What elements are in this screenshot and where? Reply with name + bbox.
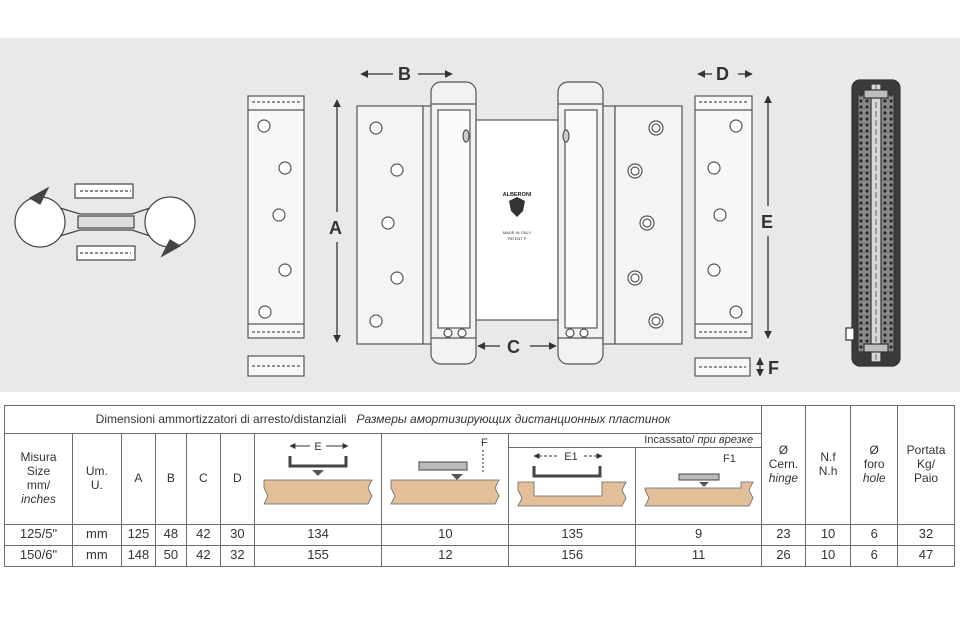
cell-b: 50 — [155, 544, 187, 567]
cell-f: 10 — [381, 523, 510, 546]
cell-nholes: 10 — [804, 523, 852, 546]
cell-f1: 9 — [635, 523, 763, 546]
drawing-band: ALBERONI MADE IN ITALY PATENT P — [0, 38, 960, 392]
header-size: Misura Size mm/ inches — [4, 433, 73, 525]
cell-c: 42 — [185, 523, 222, 546]
stamp-line1: MADE IN ITALY — [503, 230, 532, 235]
cell-size: 150/6" — [4, 544, 73, 567]
header-a: A — [120, 433, 157, 525]
cell-a: 125 — [120, 523, 157, 546]
cell-nholes: 10 — [804, 544, 852, 567]
cell-size: 125/5" — [4, 523, 73, 546]
cell-unit: mm — [71, 544, 122, 567]
stamp-brand: ALBERONI — [503, 192, 532, 198]
header-hinge: Ø Cern. hinge — [761, 405, 806, 525]
header-f1: F1 — [635, 447, 763, 525]
cell-e: 134 — [253, 523, 383, 546]
cell-e1: 156 — [508, 544, 637, 567]
top-view-hinge — [14, 183, 196, 261]
left-stop-plate — [247, 95, 305, 377]
cell-f: 12 — [381, 544, 510, 567]
cell-f1: 11 — [635, 544, 763, 567]
dim-b-label: B — [398, 64, 411, 84]
header-nholes: N.f N.h — [804, 405, 852, 525]
dim-f-label: F — [768, 358, 779, 378]
header-c: C — [185, 433, 222, 525]
dim-a-label: A — [329, 218, 342, 238]
dim-d-label: D — [716, 64, 729, 84]
table-title-cell: Dimensioni ammortizzatori di arresto/dis… — [3, 405, 763, 434]
cell-load: 47 — [897, 544, 955, 567]
header-e1: E1 — [508, 447, 637, 525]
cell-e: 155 — [253, 544, 383, 567]
header-f-label: F — [481, 437, 488, 449]
right-stop-plate — [694, 95, 753, 377]
cell-b: 48 — [155, 523, 187, 546]
cell-unit: mm — [71, 523, 122, 546]
header-hole: Ø foro hole — [850, 405, 899, 525]
header-d: D — [220, 433, 255, 525]
header-e: E — [253, 433, 383, 525]
cell-d: 32 — [220, 544, 255, 567]
spec-table: Dimensioni ammortizzatori di arresto/dis… — [3, 405, 955, 567]
header-f1-label: F1 — [723, 453, 736, 465]
header-load: Portata Kg/ Paio — [897, 405, 955, 525]
technical-drawing: ALBERONI MADE IN ITALY PATENT P — [14, 64, 901, 378]
header-unit: Um. U. — [71, 433, 122, 525]
recess-header: Incassato/ при врезке — [508, 433, 763, 448]
table-title-ru: Размеры амортизирующих дистанционных пла… — [356, 411, 671, 426]
dim-c-label: C — [507, 337, 520, 357]
cell-c: 42 — [185, 544, 222, 567]
stamp-line2: PATENT P — [508, 236, 527, 241]
table-title-it: Dimensioni ammortizzatori di arresto/dis… — [95, 411, 347, 426]
cell-hinge: 23 — [761, 523, 806, 546]
front-view-hinge — [356, 81, 683, 365]
header-e1-label: E1 — [565, 451, 578, 463]
table-row: 125/5" mm 125 48 42 30 134 10 135 9 23 1… — [4, 523, 955, 546]
cell-e1: 135 — [508, 523, 637, 546]
cell-d: 30 — [220, 523, 255, 546]
cell-hole: 6 — [850, 523, 899, 546]
header-b: B — [155, 433, 187, 525]
table-row: 150/6" mm 148 50 42 32 155 12 156 11 26 … — [4, 544, 955, 567]
cell-hinge: 26 — [761, 544, 806, 567]
cell-a: 148 — [120, 544, 157, 567]
cell-load: 32 — [897, 523, 955, 546]
brand-stamp: ALBERONI MADE IN ITALY PATENT P — [503, 192, 532, 241]
dim-e-label: E — [761, 212, 773, 232]
header-e-label: E — [314, 441, 321, 453]
cell-hole: 6 — [850, 544, 899, 567]
header-f: F — [381, 433, 510, 525]
section-view-hinge — [845, 79, 901, 367]
